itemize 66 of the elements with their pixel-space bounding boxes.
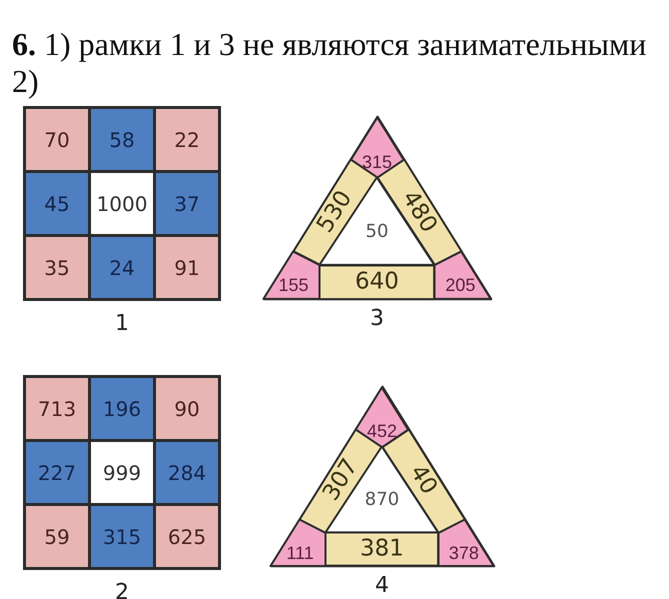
grid-cell bbox=[91, 237, 153, 298]
center-piece bbox=[324, 445, 440, 534]
grid-cell bbox=[91, 442, 153, 503]
cell-number: 111 bbox=[286, 544, 314, 562]
cell-number: 91 bbox=[174, 258, 200, 278]
cell-number: 452 bbox=[366, 422, 397, 440]
cell-number: 22 bbox=[174, 130, 200, 150]
corner-piece bbox=[432, 250, 492, 300]
cell-number: 870 bbox=[364, 490, 400, 509]
cell-number: 381 bbox=[360, 537, 404, 560]
corner-piece bbox=[262, 250, 322, 300]
cell-number: 155 bbox=[278, 276, 309, 294]
grid-cell bbox=[156, 442, 218, 503]
corner-piece bbox=[436, 518, 495, 568]
cell-number: 50 bbox=[366, 222, 388, 241]
cell-number: 625 bbox=[168, 526, 206, 546]
cell-number: 24 bbox=[109, 258, 135, 278]
cell-number: 999 bbox=[102, 462, 142, 482]
grid-cell bbox=[156, 378, 218, 439]
frame-number: 1 bbox=[115, 313, 129, 335]
cell-number: 90 bbox=[174, 398, 200, 418]
task-heading: 6. 1) рамки 1 и 3 не являются занимательными bbox=[12, 27, 646, 61]
cell-number: 58 bbox=[109, 130, 135, 150]
side-strip bbox=[318, 264, 436, 300]
grid-cell bbox=[26, 506, 88, 567]
cell-number: 1000 bbox=[96, 194, 148, 214]
cell-number: 40 bbox=[406, 462, 441, 499]
grid-cell bbox=[156, 237, 218, 298]
cell-number: 59 bbox=[44, 526, 70, 546]
side-strip bbox=[324, 531, 440, 568]
cell-number: 227 bbox=[38, 462, 76, 482]
cell-number: 196 bbox=[102, 398, 142, 418]
corner-piece bbox=[269, 518, 328, 568]
grid-cell bbox=[91, 109, 153, 170]
cell-number: 45 bbox=[44, 194, 70, 214]
grid-cell bbox=[26, 442, 88, 503]
cell-number: 480 bbox=[398, 186, 440, 236]
cell-number: 37 bbox=[174, 194, 200, 214]
triangle-frame bbox=[262, 115, 492, 301]
grid-cell bbox=[91, 506, 153, 567]
grid-cell bbox=[26, 109, 88, 170]
grid-cell bbox=[26, 173, 88, 234]
cell-number: 378 bbox=[448, 544, 479, 562]
cell-number: 70 bbox=[44, 130, 70, 150]
cell-number: 713 bbox=[38, 398, 76, 418]
cell-number: 640 bbox=[355, 270, 399, 294]
square-frame bbox=[23, 375, 221, 570]
cell-number: 205 bbox=[445, 276, 476, 294]
grid-cell bbox=[156, 506, 218, 567]
frame-number: 2 bbox=[115, 582, 129, 599]
grid-cell bbox=[91, 378, 153, 439]
cell-number: 315 bbox=[102, 526, 142, 546]
grid-cell bbox=[26, 378, 88, 439]
cell-number: 315 bbox=[362, 152, 392, 171]
triangle-frame bbox=[268, 385, 496, 568]
grid-cell bbox=[26, 237, 88, 298]
grid-cell bbox=[156, 109, 218, 170]
grid-cell bbox=[156, 173, 218, 234]
frame-number: 3 bbox=[370, 308, 384, 330]
cell-number: 284 bbox=[168, 462, 206, 482]
subtask-number: 2) bbox=[12, 64, 39, 98]
center-piece bbox=[318, 176, 436, 267]
cell-number: 35 bbox=[44, 258, 70, 278]
frame-number: 4 bbox=[375, 575, 389, 597]
grid-cell bbox=[91, 173, 153, 234]
square-frame bbox=[23, 106, 221, 301]
